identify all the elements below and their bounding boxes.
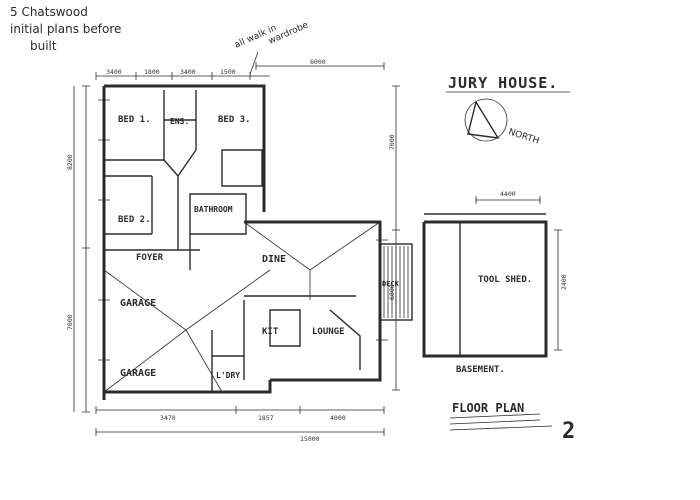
floor-plan-notes-lines bbox=[449, 413, 553, 431]
dim-left-upper: 8200 bbox=[66, 154, 74, 170]
room-bed1: BED 1. bbox=[118, 115, 151, 125]
room-bathroom: BATHROOM bbox=[194, 205, 233, 214]
dim-top-overall: 6000 bbox=[310, 58, 326, 66]
dim-top-overall-line bbox=[255, 62, 385, 70]
north-circle bbox=[464, 98, 508, 142]
dim-shed-height-line bbox=[554, 229, 562, 351]
dim-bottom-overall: 15000 bbox=[300, 435, 320, 443]
room-tool-shed: TOOL SHED. bbox=[478, 275, 532, 285]
garage-roof-lines bbox=[103, 269, 271, 393]
floor-plan-title: FLOOR PLAN bbox=[452, 401, 524, 415]
title-block: JURY HOUSE. bbox=[446, 74, 570, 93]
laundry-walls bbox=[211, 330, 244, 392]
room-lounge: LOUNGE bbox=[312, 327, 345, 337]
room-foyer: FOYER bbox=[136, 253, 164, 263]
room-dine: DINE bbox=[262, 254, 286, 265]
room-kit: KIT bbox=[262, 327, 279, 337]
basement-outline bbox=[422, 220, 548, 358]
garage-outer-wall bbox=[102, 250, 272, 400]
sheet-number: 2 bbox=[562, 419, 575, 444]
dim-right-line bbox=[392, 85, 400, 391]
note-line-3: built bbox=[30, 39, 57, 53]
house-walls bbox=[98, 84, 413, 400]
room-basement: BASEMENT. bbox=[456, 365, 505, 375]
dim-top-chain-line bbox=[95, 72, 270, 80]
dim-bottom-chain-line bbox=[95, 406, 385, 414]
dim-right-a: 7000 bbox=[388, 134, 396, 150]
hall-walls bbox=[163, 149, 197, 250]
handwritten-note: 5 Chatswood initial plans before built bbox=[10, 5, 121, 53]
north-label: NORTH bbox=[507, 127, 540, 146]
north-arrow-icon bbox=[467, 100, 500, 139]
kitchen-lounge-walls bbox=[243, 295, 361, 380]
note-line-2: initial plans before bbox=[10, 22, 121, 36]
dim-bottom-a: 3470 bbox=[160, 414, 176, 422]
bedroom-wing-outer-wall bbox=[102, 84, 266, 250]
room-ens: ENS. bbox=[170, 117, 189, 126]
basement-interior-walls bbox=[424, 213, 546, 356]
bedroom-interior-walls bbox=[104, 90, 197, 235]
foyer-walls bbox=[104, 234, 200, 270]
dine-roof-lines bbox=[243, 221, 381, 300]
wall-tick-marks bbox=[98, 99, 388, 361]
room-deck: DECK bbox=[382, 280, 400, 288]
north-arrow: NORTH bbox=[464, 98, 540, 147]
room-ldry: L'DRY bbox=[216, 371, 240, 380]
dim-left-line bbox=[82, 85, 90, 413]
dim-bottom-c: 4000 bbox=[330, 414, 346, 422]
room-garage-upper: GARAGE bbox=[120, 298, 156, 309]
bathroom-walls bbox=[189, 193, 247, 235]
dim-bottom-overall-line bbox=[95, 428, 385, 436]
deck-hatching bbox=[383, 246, 409, 318]
deck-outline bbox=[379, 243, 413, 321]
dim-shed-width: 4400 bbox=[500, 190, 516, 198]
dim-left-lower: 7000 bbox=[66, 314, 74, 330]
dim-top-b: 1800 bbox=[144, 68, 160, 76]
room-bed2: BED 2. bbox=[118, 215, 151, 225]
basement-plan: 4400 2400 TOOL SHED. BASEMENT. bbox=[422, 190, 568, 375]
dim-shed-width-line bbox=[475, 196, 541, 204]
house-title: JURY HOUSE. bbox=[448, 74, 558, 92]
dim-top-c: 3400 bbox=[180, 68, 196, 76]
dim-top-d: 1500 bbox=[220, 68, 236, 76]
floor-plan-label: FLOOR PLAN 2 bbox=[449, 401, 575, 444]
room-labels: BED 1. ENS. BED 3. BED 2. BATHROOM FOYER… bbox=[118, 115, 400, 380]
room-garage-lower: GARAGE bbox=[120, 368, 156, 379]
dim-shed-height: 2400 bbox=[560, 274, 568, 290]
note-line-1: 5 Chatswood bbox=[10, 5, 88, 19]
dim-bottom-b: 1857 bbox=[258, 414, 274, 422]
dimension-lines: 6000 3400 1800 3400 1500 8200 7000 3470 … bbox=[66, 58, 400, 443]
walkin-leader-line bbox=[249, 51, 259, 75]
room-bed3: BED 3. bbox=[218, 115, 251, 125]
wardrobe-walls bbox=[221, 149, 263, 187]
dim-top-a: 3400 bbox=[106, 68, 122, 76]
